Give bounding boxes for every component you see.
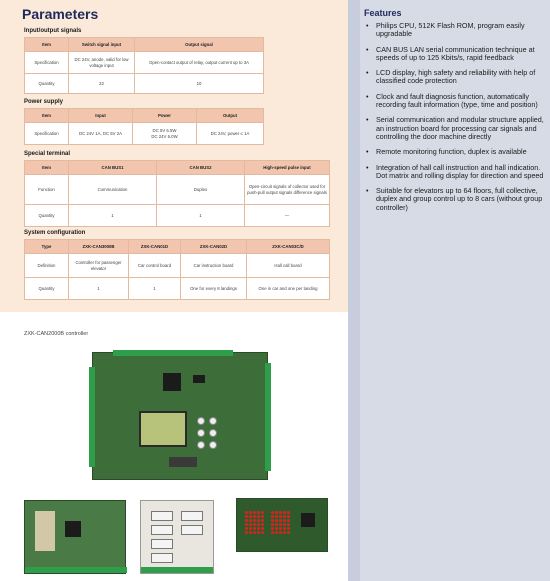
table-cell: Open-contact output of relay, output cur…	[134, 51, 264, 74]
table-cell: 1	[128, 277, 181, 300]
section-title-power: Power supply	[24, 99, 64, 105]
relay	[181, 511, 203, 521]
car-instruction-board-image	[140, 500, 214, 574]
chip	[301, 513, 315, 527]
table-cell: Specification	[24, 51, 69, 74]
table-header: High-speed pulse input	[244, 160, 330, 175]
table-cell: Function	[24, 174, 69, 205]
terminal-strip	[113, 350, 233, 356]
table-header: Switch signal input	[68, 37, 135, 52]
table-cell: Quantity	[24, 73, 69, 94]
features-list: Philips CPU, 512K Flash ROM, program eas…	[366, 21, 544, 219]
table-header: Item	[24, 160, 69, 175]
dot-matrix-display	[245, 511, 264, 534]
relay	[151, 525, 173, 535]
chip	[65, 521, 81, 537]
table-header: ZXK-CAN03C/D	[246, 239, 330, 254]
table-header: Output signal	[134, 37, 264, 52]
list-item: Clock and fault diagnosis function, auto…	[366, 92, 544, 110]
table-cell: One in car and one per landing	[246, 277, 330, 300]
table-cell: DC 24V, power ≤ 1A	[196, 122, 264, 145]
table-cell: Car control board	[128, 253, 181, 278]
section-title-io: Input/output signals	[24, 28, 82, 34]
table-header: Power	[132, 108, 197, 123]
table-cell: Controller for passenger elevator	[68, 253, 129, 278]
list-item: Remote monitoring function, duplex is av…	[366, 147, 544, 156]
table-cell: 1	[68, 204, 157, 227]
table-cell: Quantity	[24, 277, 69, 300]
keypad-button	[209, 429, 217, 437]
table-cell: 1	[68, 277, 129, 300]
dot-matrix-display	[271, 511, 290, 534]
terminal-strip	[89, 367, 95, 467]
table-cell: Communication	[68, 174, 157, 205]
list-item: Integration of hall call instruction and…	[366, 163, 544, 181]
table-cell: Definition	[24, 253, 69, 278]
table-cell: Specification	[24, 122, 69, 145]
table-header: ZXK-CAN01D	[128, 239, 181, 254]
connector	[169, 457, 197, 467]
power-supply-table: Item Input Power Output Specification DC…	[24, 108, 264, 145]
table-header: Output	[196, 108, 264, 123]
list-item: Serial communication and modular structu…	[366, 116, 544, 141]
table-cell: 10	[134, 73, 264, 94]
chip	[193, 375, 205, 383]
controller-caption: ZXK-CAN2000B controller	[24, 331, 89, 337]
features-title: Features	[364, 8, 402, 18]
table-header: Item	[24, 108, 69, 123]
table-cell: Open-circuit signals of collector used f…	[244, 174, 330, 205]
table-header: Item	[24, 37, 69, 52]
keypad-button	[197, 417, 205, 425]
section-title-special: Special terminal	[24, 151, 71, 157]
relay	[151, 511, 173, 521]
terminal-strip	[265, 363, 271, 471]
cpu-chip	[163, 373, 181, 391]
list-item: Philips CPU, 512K Flash ROM, program eas…	[366, 21, 544, 39]
list-item: Suitable for elevators up to 64 floors, …	[366, 187, 544, 212]
keypad-button	[197, 429, 205, 437]
relay	[181, 525, 203, 535]
table-cell: DC 5V 6.5W DC 24V 6.0W	[132, 122, 197, 145]
table-header: ZXK-CAN3000B	[68, 239, 129, 254]
table-header: ZXK-CAN02D	[180, 239, 247, 254]
keypad-button	[209, 417, 217, 425]
list-item: LCD display, high safety and reliability…	[366, 69, 544, 86]
car-control-board-image	[24, 500, 127, 574]
table-cell: Hall call board	[246, 253, 330, 278]
list-item: CAN BUS LAN serial communication techniq…	[366, 45, 544, 63]
component-block	[35, 511, 55, 551]
table-cell: DC 24V, anode, valid for low voltage inp…	[68, 51, 135, 74]
controller-board-image	[89, 350, 271, 480]
hall-call-board-image	[236, 498, 328, 552]
terminal-strip	[25, 567, 127, 573]
table-cell: 22	[68, 73, 135, 94]
table-header: Type	[24, 239, 69, 254]
table-header: Input	[68, 108, 133, 123]
section-title-system: System configuration	[24, 230, 86, 236]
table-cell: Duplex	[156, 174, 245, 205]
lcd-display	[139, 411, 187, 447]
page-title: Parameters	[22, 6, 99, 22]
table-cell: DC 24V 1A, DC 5V 2A	[68, 122, 133, 145]
keypad-button	[209, 441, 217, 449]
relay	[151, 539, 173, 549]
table-cell: —	[244, 204, 330, 227]
table-cell: Quantity	[24, 204, 69, 227]
special-terminal-table: Item CAN BUS1 CAN BUS2 High-speed pulse …	[24, 160, 330, 227]
table-header: CAN BUS2	[156, 160, 245, 175]
relay	[151, 553, 173, 563]
keypad-button	[197, 441, 205, 449]
system-configuration-table: Type ZXK-CAN3000B ZXK-CAN01D ZXK-CAN02D …	[24, 239, 330, 300]
table-header: CAN BUS1	[68, 160, 157, 175]
table-cell: 1	[156, 204, 245, 227]
panel-divider	[348, 0, 360, 581]
table-cell: Car instruction board	[180, 253, 247, 278]
io-signals-table: Item Switch signal input Output signal S…	[24, 37, 264, 94]
table-cell: One for every 8 landings	[180, 277, 247, 300]
terminal-strip	[141, 567, 213, 573]
